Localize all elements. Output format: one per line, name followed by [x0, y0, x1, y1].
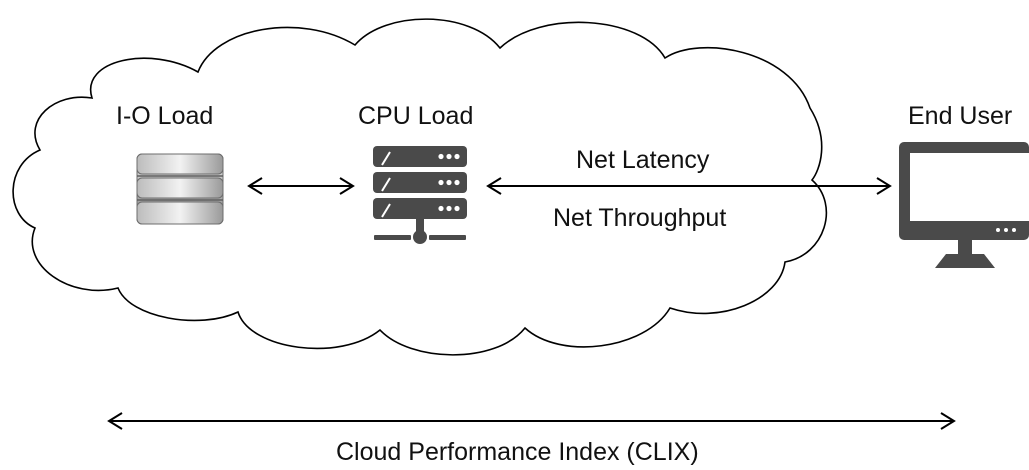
cpu-load-label: CPU Load	[358, 102, 474, 130]
arrow-cpu-user	[486, 177, 892, 195]
clix-label: Cloud Performance Index (CLIX)	[336, 438, 699, 466]
net-throughput-label: Net Throughput	[553, 204, 727, 232]
io-load-label: I-O Load	[116, 102, 214, 130]
clix-span-arrow	[107, 412, 956, 430]
monitor-icon	[899, 142, 1029, 268]
database-icon	[136, 153, 224, 225]
server-icon	[373, 146, 467, 244]
net-latency-label: Net Latency	[576, 146, 710, 174]
arrow-io-cpu	[247, 177, 355, 195]
end-user-label: End User	[908, 102, 1013, 130]
